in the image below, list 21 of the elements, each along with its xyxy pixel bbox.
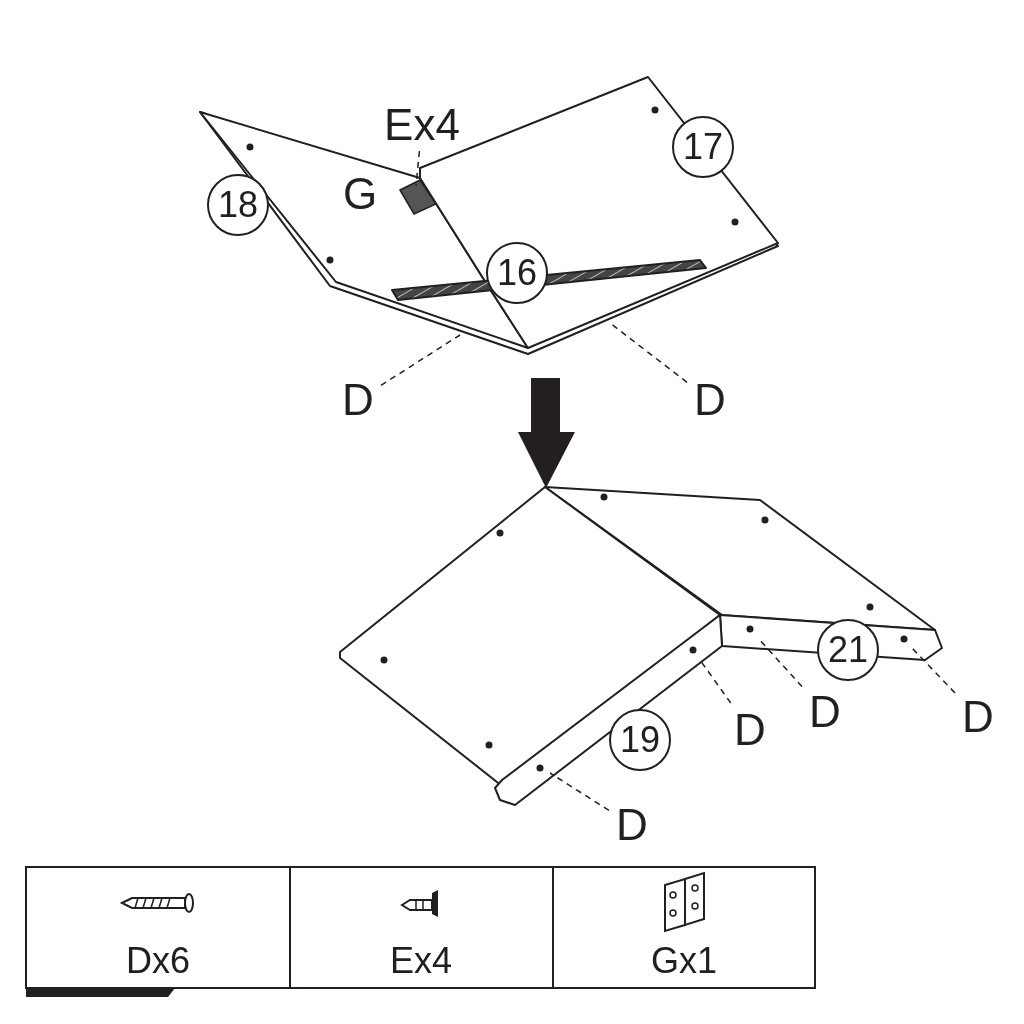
quantity-label: Ex4 [372,102,472,148]
part-letter: D [805,688,845,736]
leader-line [380,334,461,387]
leader-line [911,647,956,694]
quantity-label: Dx6 [126,943,190,979]
part-letter: D [958,693,998,741]
callout-number: 19 [609,709,671,771]
callout-number: 18 [207,174,269,236]
part-letter: D [338,376,378,424]
callout-number: 21 [817,619,879,681]
leader-line [609,322,688,384]
part-letter: D [690,376,730,424]
leader-line [415,150,421,187]
quantity-label: Ex4 [390,943,452,979]
part-letter: D [730,706,770,754]
leader-line [549,772,610,812]
leader-line [699,659,732,704]
part-letter: D [612,801,652,849]
quantity-label: Gx1 [651,943,717,979]
callout-number: 17 [672,116,734,178]
hardware-letter: G [343,172,378,216]
